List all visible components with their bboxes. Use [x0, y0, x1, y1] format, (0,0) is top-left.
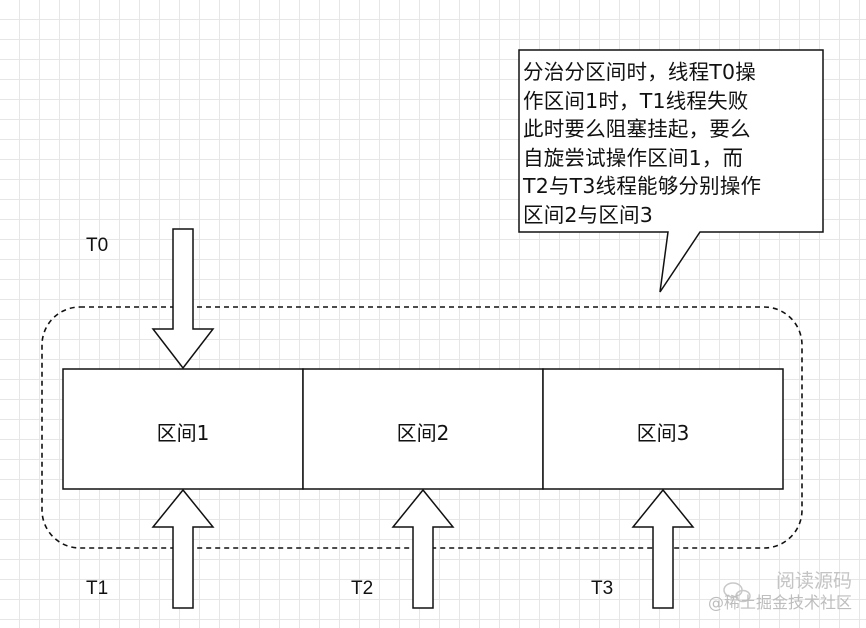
t2-arrow-up — [391, 488, 455, 609]
t0-arrow-down — [151, 228, 215, 370]
segment-label-3: 区间3 — [636, 421, 690, 445]
watermark: 阅读源码 @稀土掘金技术社区 — [708, 570, 852, 614]
segment-box-2 — [302, 368, 544, 490]
dashed-group-boundary — [41, 306, 803, 549]
watermark-source: @稀土掘金技术社区 — [707, 593, 852, 612]
watermark-title: 阅读源码 — [775, 570, 852, 592]
wechat-icon — [723, 582, 751, 603]
callout-bubble — [518, 49, 824, 293]
thread-label-t2: T2 — [351, 578, 374, 599]
segment-label-1: 区间1 — [156, 421, 210, 445]
segment-box-1 — [62, 368, 304, 490]
segment-label-2: 区间2 — [396, 421, 450, 445]
thread-label-t3: T3 — [591, 578, 614, 599]
thread-label-t0: T0 — [86, 235, 109, 256]
thread-label-t1: T1 — [86, 578, 109, 599]
callout-text: 分治分区间时，线程T0操 作区间1时，T1线程失败 此时要么阻塞挂起，要么 自旋… — [523, 60, 762, 227]
t3-arrow-up — [631, 488, 695, 609]
t1-arrow-up — [151, 488, 215, 609]
